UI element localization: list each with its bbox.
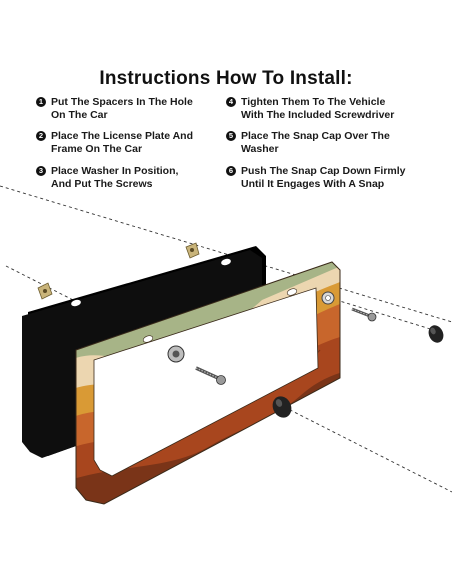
- step-text: Place Washer In Position,And Put The Scr…: [51, 165, 178, 191]
- washer-icon: [167, 345, 185, 363]
- step-line-1: Place Washer In Position,: [51, 165, 179, 177]
- step-line-2: And Put The Screws: [51, 178, 153, 190]
- step-line-2: On The Car: [51, 109, 108, 121]
- step-number-badge: 3: [36, 166, 46, 176]
- screw-icon: [195, 366, 226, 385]
- spacer-icon: [185, 242, 200, 259]
- alignment-guides: [0, 185, 452, 493]
- step-line-1: Place The Snap Cap Over The: [241, 130, 390, 142]
- guide-line-top: [0, 185, 452, 323]
- step-number-badge: 5: [226, 131, 236, 141]
- step-line-2: Washer: [241, 143, 279, 155]
- installation-illustration: [0, 185, 452, 505]
- step-line-2: With The Included Screwdriver: [241, 109, 395, 121]
- step-3: 3 Place Washer In Position,And Put The S…: [36, 165, 178, 191]
- step-number-badge: 2: [36, 131, 46, 141]
- spacer-icon: [37, 282, 53, 300]
- washer-icon: [321, 291, 335, 305]
- step-number-badge: 1: [36, 97, 46, 107]
- step-line-1: Put The Spacers In The Hole: [51, 96, 193, 108]
- snap-cap-icon: [272, 396, 292, 418]
- step-line-1: Place The License Plate And: [51, 130, 193, 142]
- step-line-2: Until It Engages With A Snap: [241, 178, 385, 190]
- step-number-badge: 4: [226, 97, 236, 107]
- guide-line-right: [329, 297, 441, 333]
- step-line-2: Frame On The Car: [51, 143, 143, 155]
- step-number-badge: 6: [226, 166, 236, 176]
- snap-cap-icon: [428, 325, 444, 343]
- guide-line-bottom: [5, 265, 452, 493]
- step-line-1: Push The Snap Cap Down Firmly: [241, 165, 406, 177]
- page-title: Instructions How To Install:: [99, 68, 353, 89]
- screw-icon: [351, 307, 377, 322]
- step-line-1: Tighten Them To The Vehicle: [241, 96, 386, 108]
